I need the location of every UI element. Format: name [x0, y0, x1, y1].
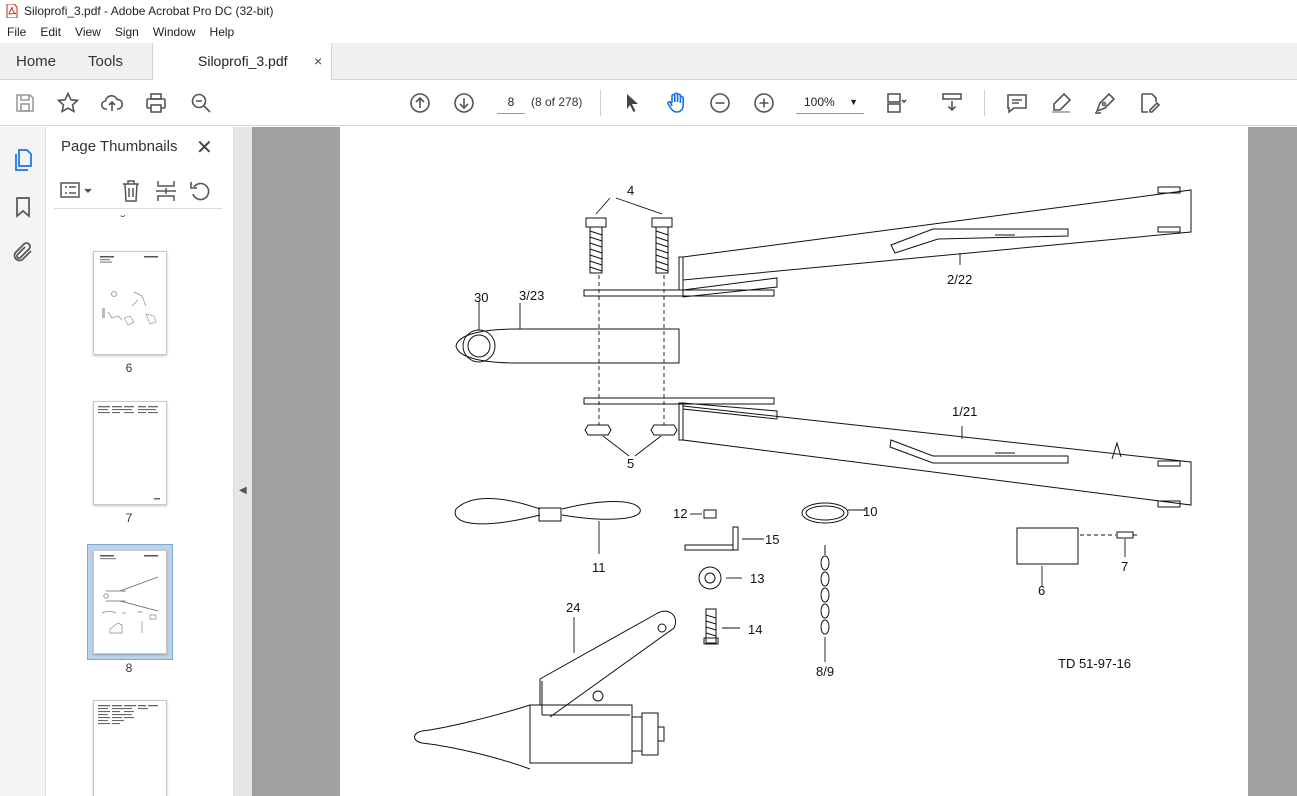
drawbar	[455, 301, 680, 364]
comment-icon[interactable]	[1005, 91, 1029, 115]
part-label: 5	[627, 456, 634, 471]
bolt-pair	[585, 197, 673, 274]
menu-view[interactable]: View	[75, 25, 101, 39]
main-toolbar: 8 (8 of 278) 100% ▼	[0, 80, 1297, 126]
thumbnail-list: 5 6 7	[46, 215, 212, 796]
chevron-down-icon: ▼	[849, 97, 858, 107]
save-icon[interactable]	[13, 91, 37, 115]
star-icon[interactable]	[56, 91, 80, 115]
thumbnail-page-7[interactable]	[93, 401, 167, 505]
document-view[interactable]: 4 30 3/23 2/22 1/21 5 11 12 15 13 14 10 …	[252, 127, 1297, 796]
cable-loop	[454, 498, 641, 554]
menu-file[interactable]: File	[7, 25, 27, 39]
page-number-input[interactable]: 8	[497, 90, 525, 114]
collapse-arrow-icon: ◀	[239, 485, 247, 496]
zoom-out-icon[interactable]	[708, 91, 732, 115]
part-label: 3/23	[519, 288, 544, 303]
close-panel-icon[interactable]: ✕	[196, 137, 213, 159]
insert-page-icon[interactable]	[154, 179, 178, 203]
thumbnail-page-6[interactable]	[93, 251, 167, 355]
hand-tool-icon[interactable]	[664, 91, 688, 115]
thumbnail-preview	[98, 406, 160, 500]
thumbnail-options-icon[interactable]	[60, 180, 96, 202]
part-label: 8/9	[816, 664, 834, 679]
menu-window[interactable]: Window	[152, 25, 196, 39]
acrobat-pdf-icon	[6, 4, 18, 18]
thumbnail-preview	[98, 705, 158, 725]
delete-page-icon[interactable]	[120, 179, 142, 203]
toolbar-divider	[600, 90, 601, 116]
part-label: 13	[750, 571, 764, 586]
part-label: 24	[566, 600, 580, 615]
tab-home[interactable]: Home	[16, 53, 57, 70]
menu-bar: File Edit View Sign Window Help	[0, 22, 1297, 42]
thumbnail-label: 8	[125, 661, 133, 675]
page-count: (8 of 278)	[531, 95, 583, 109]
page-thumbnails-icon[interactable]	[11, 148, 35, 172]
thumbnail-label: 7	[125, 511, 133, 525]
upload-cloud-icon[interactable]	[100, 91, 124, 115]
part-label: 30	[474, 290, 488, 305]
drawing-number: TD 51-97-16	[1058, 656, 1131, 671]
exploded-parts-drawing: 4 30 3/23 2/22 1/21 5 11 12 15 13 14 10 …	[414, 183, 1192, 770]
pdf-page: 4 30 3/23 2/22 1/21 5 11 12 15 13 14 10 …	[340, 127, 1248, 796]
bookmark-icon[interactable]	[11, 195, 35, 219]
lower-arm	[678, 402, 1192, 508]
part-label: 7	[1121, 559, 1128, 574]
select-cursor-icon[interactable]	[620, 91, 644, 115]
part-label: 10	[863, 504, 877, 519]
attachment-paperclip-icon[interactable]	[11, 240, 35, 264]
tab-tools[interactable]: Tools	[88, 53, 124, 70]
part-label: 15	[765, 532, 779, 547]
menu-help[interactable]: Help	[209, 25, 235, 39]
menu-edit[interactable]: Edit	[40, 25, 62, 39]
close-tab-icon[interactable]: ×	[314, 53, 323, 69]
window-title: Siloprofi_3.pdf - Adobe Acrobat Pro DC (…	[24, 4, 274, 18]
part-label: 4	[627, 183, 634, 198]
ring	[801, 502, 866, 524]
part-label: 11	[592, 560, 606, 575]
nut-pair	[584, 424, 678, 457]
thumbnail-preview	[100, 256, 158, 326]
panel-title: Page Thumbnails	[61, 138, 178, 155]
title-bar: Siloprofi_3.pdf - Adobe Acrobat Pro DC (…	[0, 0, 1297, 22]
rotate-page-icon[interactable]	[188, 179, 212, 203]
part-label: 2/22	[947, 272, 972, 287]
pin-parts	[684, 509, 764, 645]
lever-unit	[414, 610, 676, 770]
collapse-panel-handle[interactable]: ◀	[234, 127, 252, 796]
toolbar-divider	[984, 90, 985, 116]
zoom-level-value: 100%	[804, 95, 835, 109]
zoom-in-icon[interactable]	[752, 91, 776, 115]
scroll-mode-icon[interactable]	[940, 91, 964, 115]
edit-pdf-icon[interactable]	[1137, 91, 1161, 115]
sign-pen-icon[interactable]	[1093, 91, 1117, 115]
thumbnail-label: 6	[125, 361, 133, 375]
page-fit-icon[interactable]	[884, 91, 908, 115]
zoom-level-select[interactable]: 100% ▼	[796, 90, 864, 114]
part-label: 12	[673, 506, 687, 521]
thumbnail-page-8[interactable]	[93, 550, 167, 654]
part-label: 6	[1038, 583, 1045, 598]
upper-arm	[678, 186, 1192, 298]
part-label: 14	[748, 622, 762, 637]
box-and-pin	[1016, 527, 1137, 586]
tab-document[interactable]: Siloprofi_3.pdf ×	[152, 43, 332, 81]
print-icon[interactable]	[144, 91, 168, 115]
navigation-rail	[0, 127, 46, 796]
menu-sign[interactable]: Sign	[114, 25, 139, 39]
part-label: 1/21	[952, 404, 977, 419]
chain	[820, 545, 830, 662]
thumbnail-page-9[interactable]	[93, 700, 167, 796]
next-page-icon[interactable]	[452, 91, 476, 115]
page-thumbnails-panel: Page Thumbnails ✕ 5 6	[46, 127, 274, 796]
highlight-pen-icon[interactable]	[1049, 91, 1073, 115]
zoom-search-icon[interactable]	[189, 91, 213, 115]
tab-bar: Home Tools Siloprofi_3.pdf ×	[0, 43, 1297, 81]
previous-page-icon[interactable]	[408, 91, 432, 115]
thumbnail-preview	[100, 555, 159, 634]
tab-document-label: Siloprofi_3.pdf	[198, 53, 288, 69]
panel-toolbar	[54, 173, 222, 209]
